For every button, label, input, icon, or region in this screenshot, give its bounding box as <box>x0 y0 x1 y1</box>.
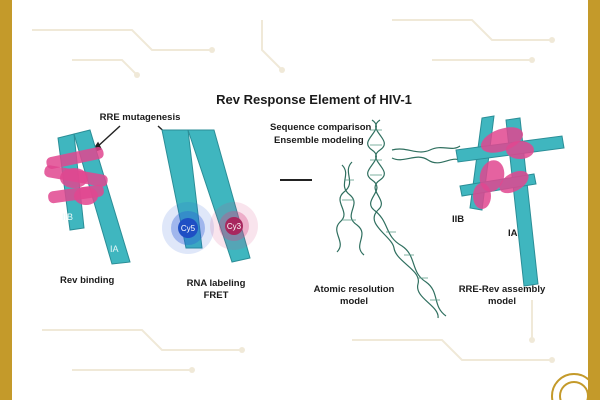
assembly-model-caption: model <box>488 296 516 307</box>
assembly-iib-label: IIB <box>452 214 464 225</box>
cy5-dye: Cy5 <box>162 202 214 254</box>
cy5-label: Cy5 <box>181 224 196 233</box>
rna-labeling-caption: RNA labeling <box>187 278 246 289</box>
stem-ia <box>73 129 131 265</box>
panel-rev-binding: IIB IA Rev binding <box>44 129 131 286</box>
corner-logo-icon <box>551 373 588 400</box>
a-stem-left <box>161 129 203 249</box>
cy3-label: Cy3 <box>227 222 242 231</box>
panel-rna-labeling: Cy5 Cy3 RNA labeling FRET <box>161 129 258 301</box>
cy3-dye: Cy3 <box>210 202 258 250</box>
stem-iib-label: IIB <box>62 212 73 222</box>
mutagenesis-label: RRE mutagenesis <box>100 112 181 123</box>
panel-atomic-model: Sequence comparison Ensemble modeling <box>270 119 461 319</box>
circuit-background <box>32 19 555 373</box>
rev-binding-caption: Rev binding <box>60 275 115 286</box>
stem-ia-label: IA <box>110 244 119 254</box>
figure-title: Rev Response Element of HIV-1 <box>216 92 412 107</box>
rna-helix-structure <box>336 119 461 319</box>
sequence-comparison-label: Sequence comparison <box>270 122 372 133</box>
atomic-resolution-caption: Atomic resolution <box>314 284 395 295</box>
assembly-stem-ia <box>505 117 539 287</box>
assembly-rev-proteins <box>473 127 534 209</box>
assembly-ia-label: IA <box>508 228 518 239</box>
assembly-caption: RRE-Rev assembly <box>459 284 546 295</box>
rre-diagram: Rev Response Element of HIV-1 RRE mutage… <box>44 92 588 400</box>
rev-proteins <box>44 147 108 205</box>
panel-assembly-model: IIB IA RRE-Rev assembly model <box>452 115 565 307</box>
ensemble-modeling-label: Ensemble modeling <box>274 135 364 146</box>
figure-frame: Rev Response Element of HIV-1 RRE mutage… <box>12 0 588 400</box>
model-caption: model <box>340 296 368 307</box>
fret-caption: FRET <box>204 290 229 301</box>
